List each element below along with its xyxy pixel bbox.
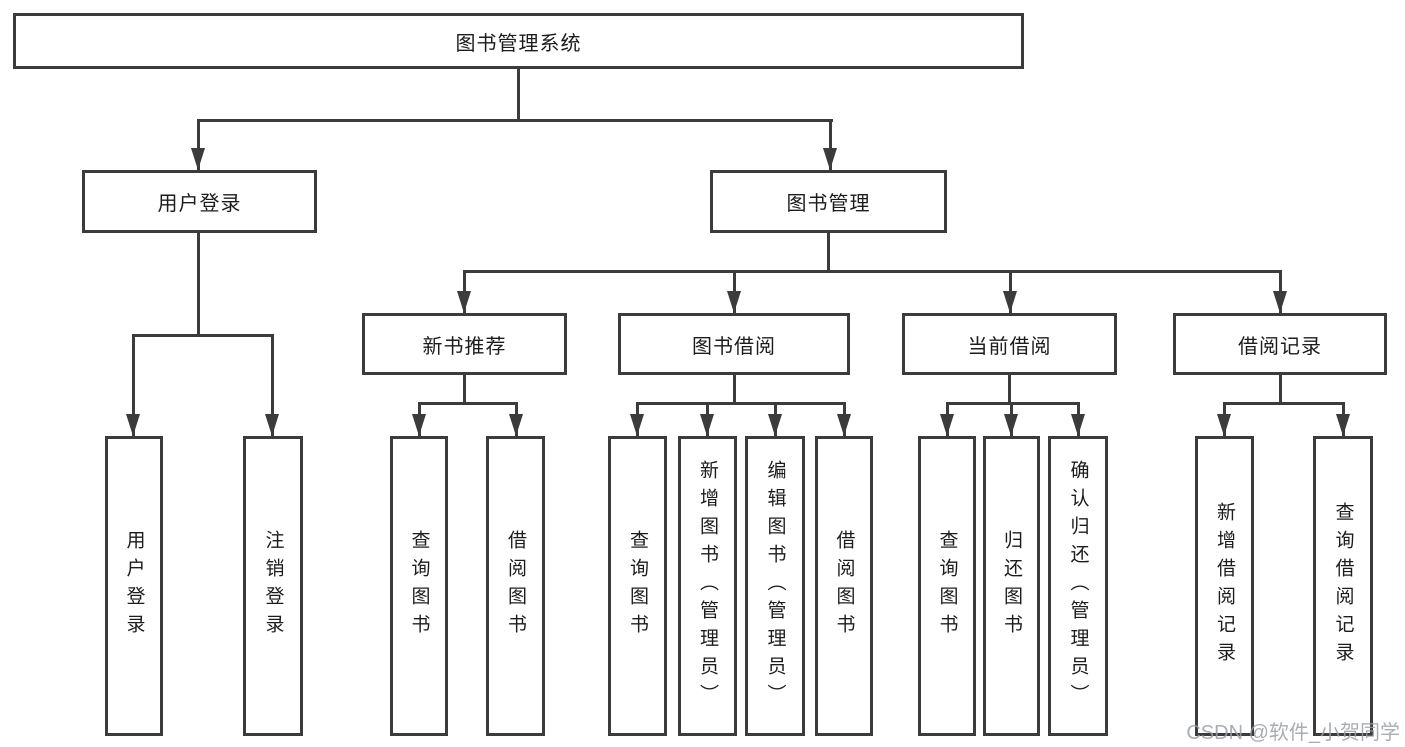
arrow-to-book-mgmt [823,119,837,170]
leaf-borrow-books-2: 借阅图书 [815,436,873,736]
node-root: 图书管理系统 [13,13,1024,69]
leaf-edit-book-admin-label: 编辑图书（管理员） [764,460,786,712]
connector-book-mgmt-bar [463,270,1282,273]
node-borrow-records-label: 借阅记录 [1238,335,1322,358]
arrow-to-add-book [700,402,714,436]
arrow-to-current-borrow [1003,270,1017,313]
leaf-confirm-return-admin: 确认归还（管理员） [1048,436,1108,736]
node-new-book-rec: 新书推荐 [362,313,567,375]
leaf-return-books: 归还图书 [983,436,1040,736]
node-current-borrow: 当前借阅 [902,313,1117,375]
arrow-to-borrow-books-2 [837,402,851,436]
leaf-query-books-2: 查询图书 [608,436,667,736]
leaf-confirm-return-admin-label: 确认归还（管理员） [1067,460,1089,712]
leaf-edit-book-admin: 编辑图书（管理员） [745,436,805,736]
node-new-book-rec-label: 新书推荐 [422,335,507,358]
leaf-logout-label: 注销登录 [262,530,284,642]
leaf-logout: 注销登录 [243,436,303,736]
leaf-query-borrow-record: 查询借阅记录 [1313,436,1373,736]
leaf-add-book-admin: 新增图书（管理员） [678,436,737,736]
leaf-borrow-books-1: 借阅图书 [486,436,545,736]
arrow-to-leaf-user-login [126,334,140,436]
connector-borrow-records-bar [1223,402,1345,405]
connector-new-book-rec-bar [418,402,518,405]
connector-new-book-rec-stem [463,375,466,405]
connector-book-borrow-stem [733,375,736,405]
connector-root-stem [517,69,520,121]
leaf-query-books-1: 查询图书 [390,436,448,736]
arrow-to-query-borrow-record [1336,402,1350,436]
arrow-to-user-login [191,119,205,170]
node-borrow-records: 借阅记录 [1173,313,1387,375]
arrow-to-confirm-return [1071,402,1085,436]
arrow-to-new-book-rec [457,270,471,313]
connector-root-bar [197,119,833,122]
node-user-login: 用户登录 [82,170,317,233]
leaf-query-books-3: 查询图书 [918,436,976,736]
leaf-return-books-label: 归还图书 [1001,530,1022,642]
leaf-query-books-1-label: 查询图书 [408,530,430,642]
leaf-borrow-books-2-label: 借阅图书 [833,530,855,642]
connector-user-login-stem [197,232,200,337]
connector-current-borrow-stem [1008,375,1011,405]
node-book-borrow-label: 图书借阅 [692,335,776,358]
node-book-borrow: 图书借阅 [618,313,850,375]
node-book-mgmt: 图书管理 [710,170,947,233]
leaf-query-books-2-label: 查询图书 [627,530,648,642]
arrow-to-return-books [1004,402,1018,436]
node-book-mgmt-label: 图书管理 [786,193,871,215]
connector-book-borrow-bar [636,402,846,405]
arrow-to-edit-book [768,402,782,436]
arrow-to-borrow-records [1273,270,1287,313]
arrow-to-book-borrow [727,270,741,313]
leaf-add-book-admin-label: 新增图书（管理员） [697,460,718,712]
leaf-borrow-books-1-label: 借阅图书 [505,530,526,642]
connector-current-borrow-bar [946,402,1080,405]
arrow-to-query-books-2 [630,402,644,436]
csdn-watermark: CSDN @软件_小贺同学 [1186,722,1400,744]
arrow-to-query-books-1 [412,402,426,436]
connector-book-mgmt-stem [827,233,830,273]
arrow-to-borrow-books-1 [509,402,523,436]
leaf-add-borrow-record: 新增借阅记录 [1195,436,1254,736]
node-root-label: 图书管理系统 [455,32,582,55]
node-current-borrow-label: 当前借阅 [967,335,1052,358]
connector-user-login-bar [132,334,274,337]
leaf-user-login-label: 用户登录 [123,530,145,642]
connector-borrow-records-stem [1279,375,1282,405]
node-user-login-label: 用户登录 [157,193,242,215]
leaf-user-login: 用户登录 [105,436,163,736]
arrow-to-leaf-logout [265,334,279,436]
arrow-to-add-borrow-record [1217,402,1231,436]
arrow-to-query-books-3 [940,402,954,436]
leaf-query-borrow-record-label: 查询借阅记录 [1332,502,1354,670]
leaf-query-books-3-label: 查询图书 [936,530,958,642]
leaf-add-borrow-record-label: 新增借阅记录 [1214,502,1235,670]
